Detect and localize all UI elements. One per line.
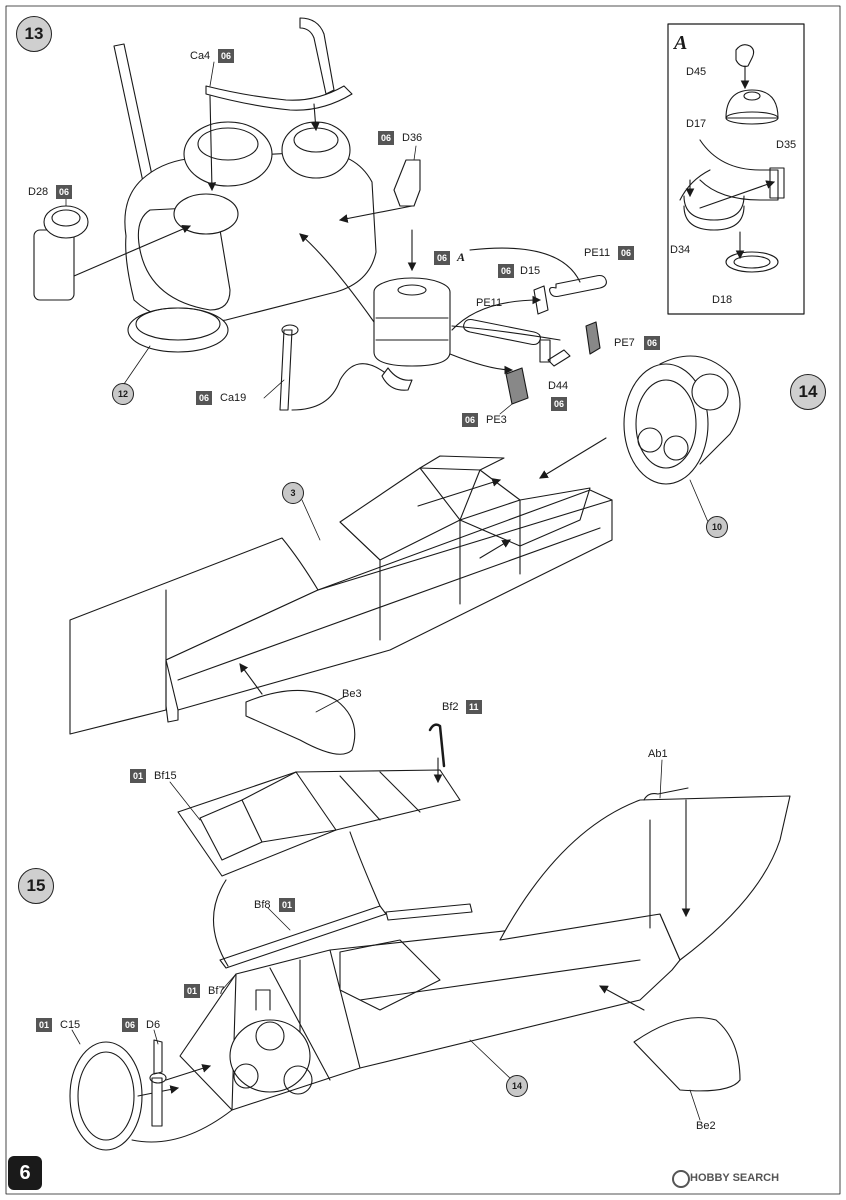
sprue-tag-d6: 06 — [122, 1018, 139, 1032]
sprue-tag-c15: 01 — [36, 1018, 53, 1032]
label-d17: D17 — [686, 118, 707, 130]
label-assy-a: A — [457, 250, 466, 264]
label-be2: Be2 — [696, 1120, 716, 1132]
label-d15: D15 — [520, 265, 541, 277]
label-d6: D6 — [146, 1019, 161, 1031]
sprue-tag-d15: 06 — [498, 264, 515, 278]
label-d28: D28 — [28, 186, 49, 198]
leader-lines — [65, 61, 709, 1121]
label-c15: C15 — [60, 1019, 81, 1031]
page-number: 6 — [8, 1156, 42, 1190]
watermark: HOBBY SEARCH — [690, 1172, 780, 1184]
sprue-tag-d44: 06 — [551, 397, 568, 411]
label-ca4: Ca4 — [190, 50, 211, 62]
sprue-tag-d36: 06 — [378, 131, 395, 145]
label-pe3: PE3 — [486, 414, 507, 426]
label-pe7: PE7 — [614, 337, 635, 349]
sprue-tag-pe11: 06 — [618, 246, 635, 260]
watermark-logo-icon — [672, 1170, 690, 1188]
ref-14: 14 — [506, 1075, 528, 1097]
label-be3: Be3 — [342, 688, 362, 700]
sprue-tag-bf8: 01 — [279, 898, 296, 912]
label-ab1: Ab1 — [648, 748, 668, 760]
sprue-tag-pe3: 06 — [462, 413, 479, 427]
label-bf7: Bf7 — [208, 985, 225, 997]
sprue-tag-bf15: 01 — [130, 769, 147, 783]
step14-fuselage-drawing — [69, 355, 741, 755]
step-15-marker: 15 — [18, 868, 54, 904]
page-border — [5, 5, 841, 1195]
sprue-tag-ca19: 06 — [196, 391, 213, 405]
label-d36: D36 — [402, 132, 423, 144]
label-pe11-b: PE11 — [476, 297, 503, 309]
label-bf15: Bf15 — [154, 770, 177, 782]
step13-engine-drawing — [33, 17, 607, 411]
sprue-tag-bf7: 01 — [184, 984, 201, 998]
inset-a-drawing — [667, 23, 805, 315]
label-ca19: Ca19 — [220, 392, 247, 404]
sprue-tag-ca4: 06 — [218, 49, 235, 63]
sprue-tag-assy-a: 06 — [434, 251, 451, 265]
label-bf2: Bf2 — [442, 701, 459, 713]
step-14-marker: 14 — [790, 374, 826, 410]
label-bf8: Bf8 — [254, 899, 271, 911]
label-d45: D45 — [686, 66, 707, 78]
inset-a-title: A — [674, 32, 688, 54]
ref-12: 12 — [112, 383, 134, 405]
label-d34: D34 — [670, 244, 691, 256]
label-d18: D18 — [712, 294, 733, 306]
ref-3: 3 — [282, 482, 304, 504]
step15-airframe-drawing — [69, 723, 791, 1151]
ref-10: 10 — [706, 516, 728, 538]
label-d44: D44 — [548, 380, 569, 392]
label-d35: D35 — [776, 139, 797, 151]
step-13-marker: 13 — [16, 16, 52, 52]
sprue-tag-bf2: 11 — [466, 700, 482, 714]
sprue-tag-pe7: 06 — [644, 336, 661, 350]
sprue-tag-d28: 06 — [56, 185, 73, 199]
label-pe11-a: PE11 — [584, 247, 611, 259]
